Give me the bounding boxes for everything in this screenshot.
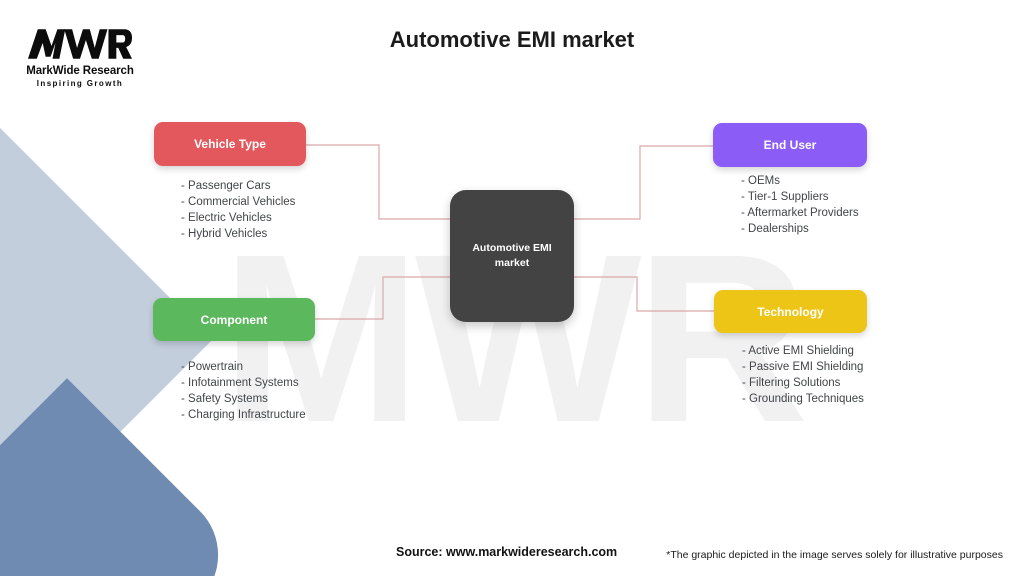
node-end-user-label: End User	[763, 138, 817, 152]
list-item: - Grounding Techniques	[742, 392, 864, 405]
list-item: - Active EMI Shielding	[742, 345, 854, 357]
connector-component	[315, 276, 450, 320]
source-text: Source: www.markwideresearch.com	[396, 545, 618, 559]
node-center-label: Automotive EMI market	[472, 241, 552, 269]
connector-end-user	[574, 145, 713, 220]
logo-company-name: MarkWide Research	[26, 65, 134, 77]
list-component: - Powertrain - Infotainment Systems - Sa…	[181, 360, 306, 424]
company-logo: MarkWide Research Inspiring Growth	[18, 24, 142, 88]
node-technology-label: Technology	[757, 304, 824, 319]
node-vehicle-type[interactable]: Vehicle Type	[154, 122, 306, 166]
list-item: - Aftermarket Providers	[741, 206, 859, 219]
mwr-logo-icon	[27, 29, 133, 59]
node-technology[interactable]: Technology	[714, 290, 867, 333]
list-end-user: - OEMs - Tier-1 Suppliers - Aftermarket …	[741, 174, 859, 238]
node-vehicle-type-label: Vehicle Type	[194, 137, 266, 151]
list-item: - Dealerships	[741, 222, 809, 235]
logo-tagline: Inspiring Growth	[36, 79, 124, 88]
list-technology: - Active EMI Shielding - Passive EMI Shi…	[742, 344, 864, 408]
disclaimer-text: *The graphic depicted in the image serve…	[666, 549, 1003, 561]
list-item: - Powertrain	[181, 361, 243, 373]
connector-technology	[574, 276, 714, 312]
list-item: - Filtering Solutions	[742, 376, 841, 389]
list-item: - Electric Vehicles	[181, 211, 272, 224]
node-component-label: Component	[200, 312, 268, 327]
node-center-automotive-emi-market[interactable]: Automotive EMI market	[450, 190, 574, 322]
node-component[interactable]: Component	[153, 298, 315, 341]
list-item: - Hybrid Vehicles	[181, 227, 268, 240]
list-item: - Charging Infrastructure	[181, 408, 306, 421]
connector-vehicle-type	[306, 144, 450, 220]
list-item: - Infotainment Systems	[181, 376, 299, 389]
list-item: - Passenger Cars	[181, 180, 271, 192]
list-item: - Safety Systems	[181, 392, 268, 405]
page-title: Automotive EMI market	[389, 27, 635, 52]
list-vehicle-type: - Passenger Cars - Commercial Vehicles -…	[181, 179, 295, 243]
list-item: - Passive EMI Shielding	[742, 360, 864, 373]
node-end-user[interactable]: End User	[713, 123, 867, 167]
list-item: - Tier-1 Suppliers	[741, 190, 829, 203]
list-item: - OEMs	[741, 175, 780, 187]
list-item: - Commercial Vehicles	[181, 195, 296, 208]
